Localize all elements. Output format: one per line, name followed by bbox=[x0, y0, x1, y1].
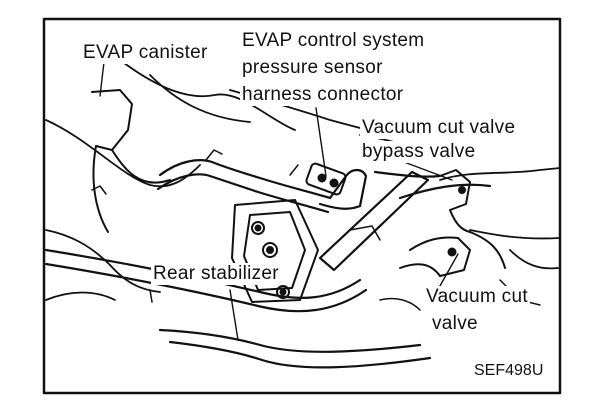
label-sensor-line3: harness connector bbox=[240, 84, 406, 106]
evap-canister-part bbox=[91, 89, 171, 233]
label-bypass-line2: bypass valve bbox=[360, 141, 478, 163]
label-sensor-line1: EVAP control system bbox=[240, 30, 427, 52]
figure-frame bbox=[42, 17, 562, 395]
vacuum-cut-valve-part bbox=[399, 231, 506, 277]
frame-member-part bbox=[318, 170, 492, 272]
rear-stabilizer-bar-part bbox=[44, 248, 432, 369]
label-cut-line1: Vacuum cut bbox=[424, 286, 530, 308]
bypass-valve-part bbox=[439, 169, 471, 233]
label-rear-stabilizer: Rear stabilizer bbox=[151, 263, 281, 285]
stabilizer-bracket-part bbox=[231, 199, 319, 303]
pressure-sensor-connector-part bbox=[305, 162, 347, 196]
label-cut-line2: valve bbox=[430, 313, 480, 335]
label-sensor-line2: pressure sensor bbox=[240, 57, 385, 79]
label-evap-canister: EVAP canister bbox=[81, 42, 210, 64]
label-bypass-line1: Vacuum cut valve bbox=[360, 117, 518, 139]
figure-code: SEF498U bbox=[474, 362, 544, 379]
